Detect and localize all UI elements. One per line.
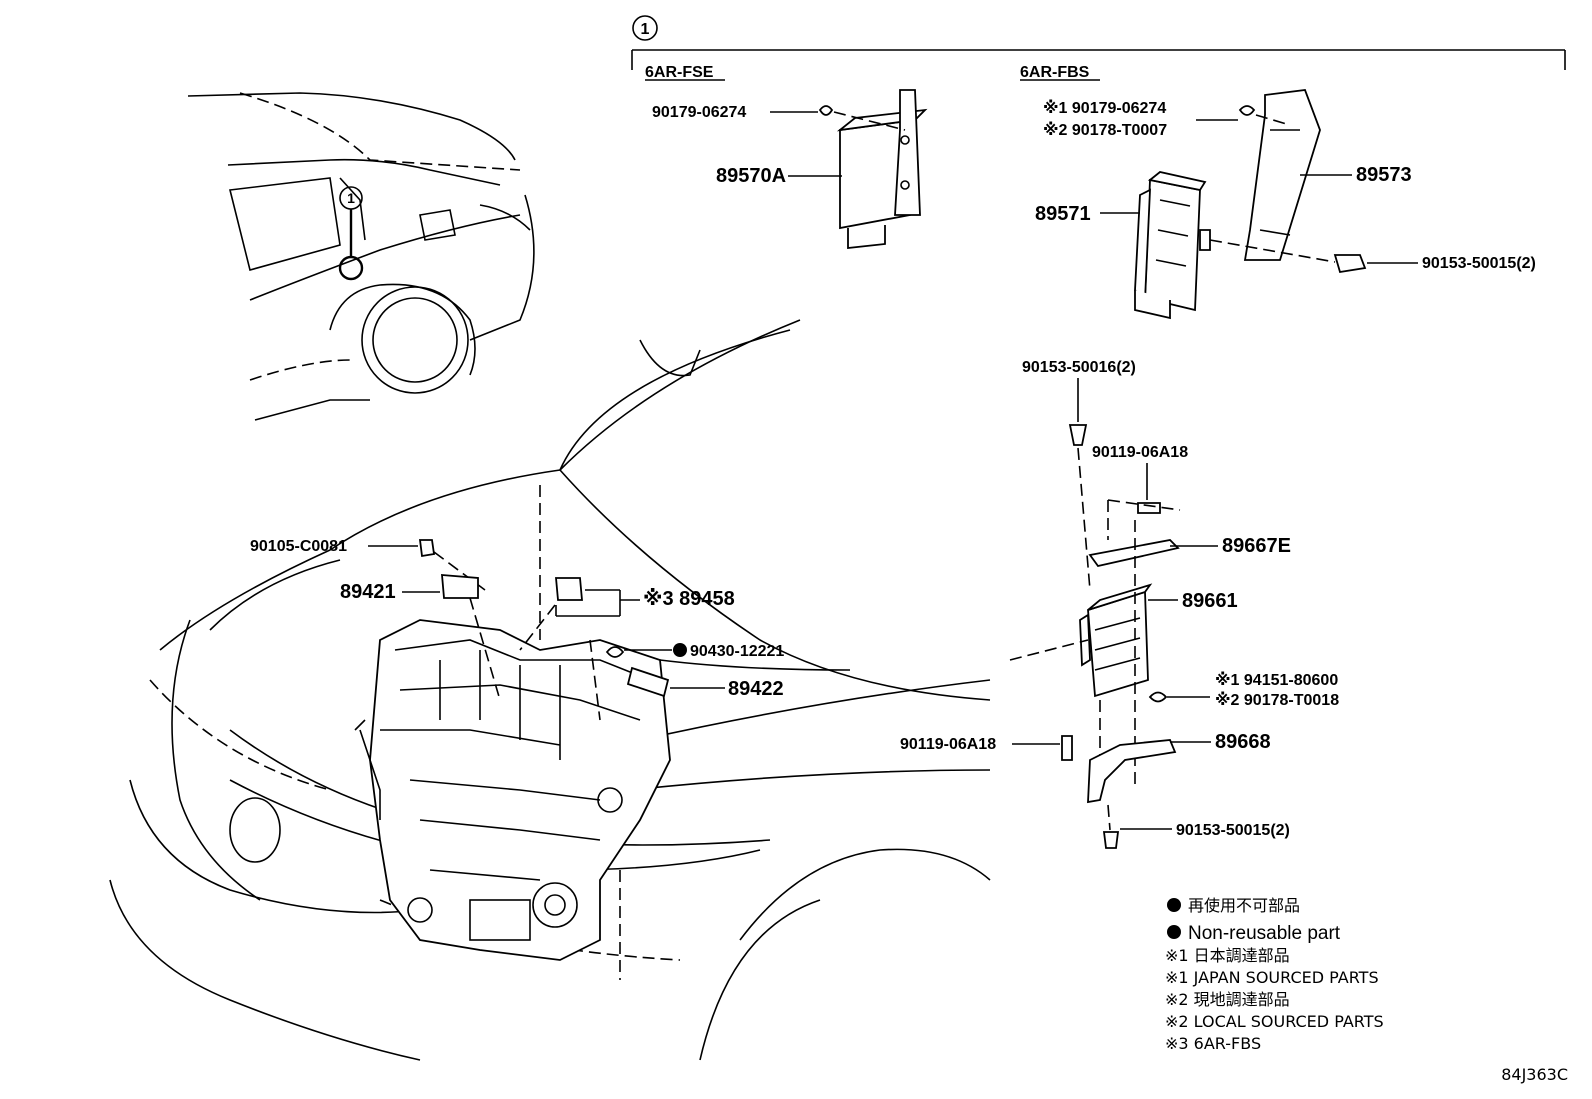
legend-mark2-jp: ※2 現地調達部品 — [1165, 990, 1290, 1009]
bolt-90153-50015-bottom-icon — [1102, 831, 1120, 849]
front-car-illustration — [109, 319, 991, 1061]
label-89421: 89421 — [340, 581, 396, 603]
engine-block — [354, 619, 671, 961]
module-89571 — [1134, 171, 1211, 320]
label-89668: 89668 — [1215, 731, 1271, 753]
legend-mark1-jp: ※1 日本調達部品 — [1165, 946, 1290, 965]
nut-90179-06274-icon — [818, 105, 834, 116]
sensor-89421-icon — [441, 574, 479, 599]
label-90153-50015-bottom: 90153-50015(2) — [1176, 822, 1290, 839]
bolt-90153-50015-top-icon — [1333, 254, 1367, 274]
bracket-89667e — [1088, 499, 1181, 568]
label-90119-06a18-upper: 90119-06A18 — [1092, 444, 1188, 461]
legend-bullet-icon — [1167, 925, 1181, 939]
bolt-90153-50016-icon — [1068, 424, 1088, 446]
callout-number: 1 — [641, 21, 650, 38]
bolt-90105-c0081-icon — [418, 539, 436, 558]
label-89570a: 89570A — [716, 165, 786, 187]
label-mark2-90178-t0007: ※2 90178-T0007 — [1043, 121, 1167, 139]
label-mark1-90179-06274: ※1 90179-06274 — [1043, 99, 1166, 117]
diagram-code: 84J363C — [1501, 1065, 1568, 1084]
ecm-89661 — [1079, 583, 1153, 698]
label-89573: 89573 — [1356, 164, 1412, 186]
car-callout-number: 1 — [347, 190, 355, 206]
label-90119-06a18-lower: 90119-06A18 — [900, 736, 996, 753]
bolt-90119-06a18-upper-icon — [1137, 502, 1161, 514]
label-90179-06274: 90179-06274 — [652, 104, 746, 121]
gasket-90430-12221-icon — [605, 646, 625, 658]
label-90153-50016: 90153-50016(2) — [1022, 359, 1136, 376]
legend-bullet-icon — [1167, 898, 1181, 912]
sensor-89422-icon — [626, 666, 670, 698]
label-89661: 89661 — [1182, 590, 1238, 612]
label-89422: 89422 — [728, 678, 784, 700]
nut-94151-80600-icon — [1148, 691, 1168, 703]
legend: 再使用不可部品 Non-reusable part ※1 日本調達部品 ※1 J… — [1165, 896, 1384, 1053]
legend-mark1-en: ※1 JAPAN SOURCED PARTS — [1165, 968, 1379, 987]
bolt-90119-06a18-lower-icon — [1061, 735, 1073, 761]
bracket-89573 — [1238, 89, 1367, 274]
label-89571: 89571 — [1035, 203, 1091, 225]
variant-label-6ar-fse: 6AR-FSE — [645, 64, 714, 81]
sensor-89458-icon — [555, 577, 583, 601]
label-mark1-94151-80600: ※1 94151-80600 — [1215, 671, 1338, 689]
legend-nonreusable-en: Non-reusable part — [1188, 923, 1341, 944]
rear-car-illustration: 1 — [187, 92, 535, 421]
module-89570a — [818, 89, 928, 250]
label-90430-12221: 90430-12221 — [690, 643, 784, 660]
nut-90179-06274-fbs-icon — [1238, 105, 1256, 116]
label-89667e: 89667E — [1222, 535, 1291, 557]
label-mark3-89458: ※3 89458 — [643, 588, 735, 610]
label-mark2-90178-t0018: ※2 90178-T0018 — [1215, 691, 1339, 709]
legend-mark3: ※3 6AR-FBS — [1165, 1034, 1261, 1053]
location-marker-icon — [338, 255, 364, 281]
label-90105-c0081: 90105-C0081 — [250, 538, 347, 555]
bracket-89668 — [1087, 739, 1177, 804]
callout-bracket: 1 6AR-FSE 6AR-FBS — [631, 15, 1566, 81]
legend-mark2-en: ※2 LOCAL SOURCED PARTS — [1165, 1012, 1384, 1031]
variant-label-6ar-fbs: 6AR-FBS — [1020, 64, 1090, 81]
legend-nonreusable-jp: 再使用不可部品 — [1188, 896, 1300, 915]
nonreusable-bullet-icon — [673, 643, 687, 657]
label-90153-50015-top: 90153-50015(2) — [1422, 255, 1536, 272]
